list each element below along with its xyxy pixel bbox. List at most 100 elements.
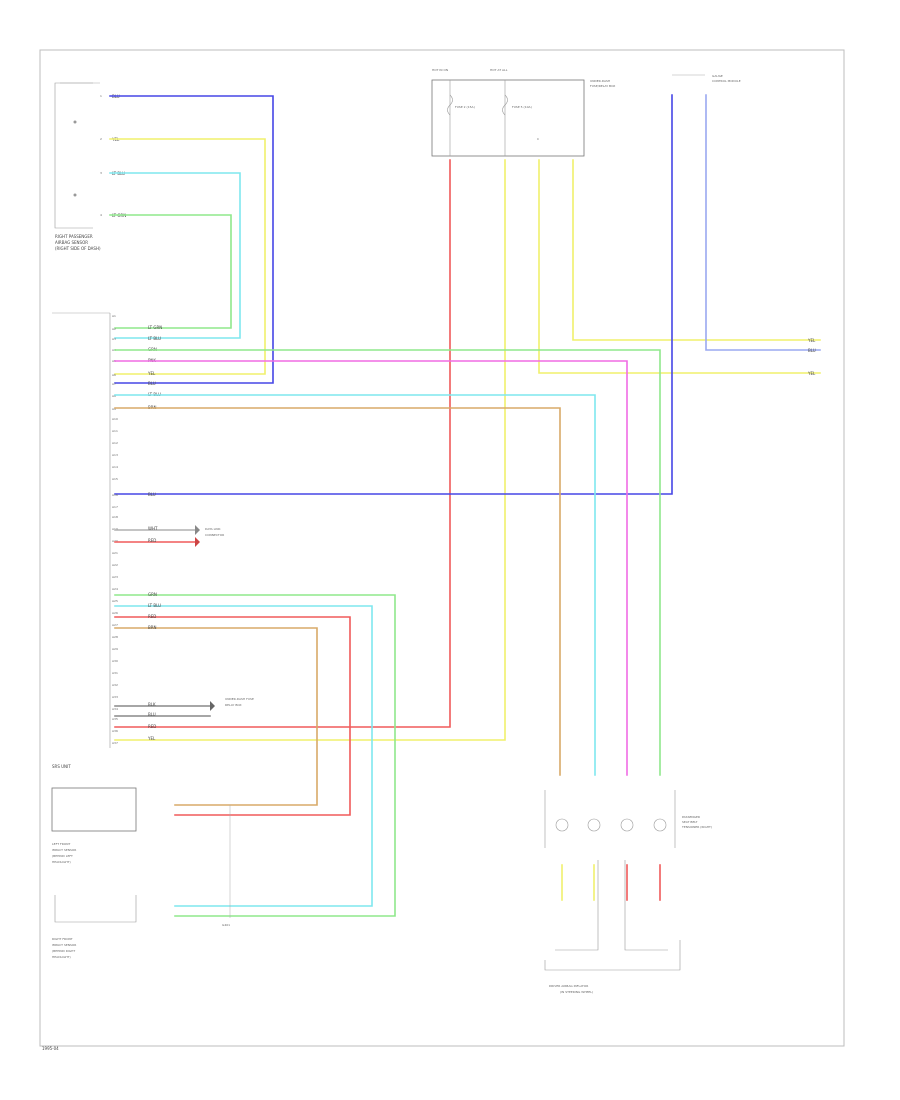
svg-text:A29: A29 [112, 647, 118, 651]
under-dash-connector: BLK BLU RED YEL UNDER-DASH FUSE RELAY BO… [114, 697, 254, 741]
svg-text:A27: A27 [112, 623, 118, 627]
wire-green-airbag [114, 349, 661, 776]
svg-text:A1: A1 [112, 314, 116, 318]
wire-pink-airbag [114, 360, 628, 776]
srs-unit-connector: A1 A2 A3 A4 A5 A6 A7 A8 A9 A10 A11 A12 A… [52, 312, 118, 769]
wire-orange-impact [114, 627, 318, 806]
svg-text:A20: A20 [112, 539, 118, 543]
impact-label-brn: BRN [148, 625, 157, 630]
right-impact-label-4: HEADLIGHT) [52, 955, 71, 959]
svg-text:A3: A3 [112, 337, 116, 341]
svg-text:1: 1 [100, 94, 102, 98]
passenger-belt-label-3: TENSIONER (RIGHT) [681, 825, 712, 829]
fuse-a-label: FUSE 2 (15A) [455, 105, 475, 109]
wire-red-impact [114, 616, 351, 816]
right-impact-label-2: IMPACT SENSOR [52, 943, 76, 947]
left-impact-label-1: LEFT FRONT [52, 842, 70, 846]
svg-text:C: C [537, 137, 539, 141]
page-code: 1995-04 [42, 1046, 59, 1051]
passenger-belt-label-2: SEAT BELT [682, 820, 698, 824]
airbag-label-1: DRIVER AIRBAG INFLATOR [549, 984, 588, 988]
svg-text:A11: A11 [112, 429, 118, 433]
left-impact-label-3: (BEHIND LEFT [52, 854, 73, 858]
srs-label-blu: BLU [148, 381, 156, 386]
svg-text:A19: A19 [112, 527, 118, 531]
gauge-label-1: GAUGE [712, 74, 723, 78]
wire-cyan-impact [114, 605, 373, 907]
right-impact-sensor: RIGHT FRONT IMPACT SENSOR (BEHIND RIGHT … [52, 895, 137, 959]
svg-text:A32: A32 [112, 683, 118, 687]
dlc-label-red: RED [148, 538, 156, 543]
svg-text:A31: A31 [112, 671, 118, 675]
driver-airbag-inflator: DRIVER AIRBAG INFLATOR (IN STEERING WHEE… [544, 790, 712, 994]
svg-text:A14: A14 [112, 465, 118, 469]
airbag-label-2: (IN STEERING WHEEL) [560, 990, 593, 994]
svg-text:A12: A12 [112, 441, 118, 445]
wire-red-fuse [114, 159, 451, 728]
svg-text:A15: A15 [112, 477, 118, 481]
svg-text:A9: A9 [112, 407, 116, 411]
svg-text:A25: A25 [112, 599, 118, 603]
data-link-connector: WHT RED DATA LINK CONNECTOR [114, 525, 224, 547]
impact-label-ltblu: LT BLU [148, 603, 161, 608]
srs-label-yel: YEL [147, 371, 156, 376]
wire-yellow-mid [538, 159, 821, 374]
svg-text:A24: A24 [112, 587, 118, 591]
ud-label-blu: BLU [148, 712, 156, 717]
conn-label-yel-r: YEL [807, 338, 816, 343]
srs-label-ltgrn: LT GRN [148, 325, 162, 330]
srs-label-ltblu: LT BLU [148, 336, 161, 341]
impact-label-grn: GRN [148, 592, 157, 597]
data-link-label-2: CONNECTOR [205, 533, 224, 537]
fuse-b-label: FUSE 5 (10A) [512, 105, 532, 109]
diagram-frame [39, 49, 845, 1047]
fuse-box-label-1: UNDER-DASH [590, 79, 610, 83]
svg-text:A33: A33 [112, 695, 118, 699]
svg-text:A22: A22 [112, 563, 118, 567]
ud-label-blk: BLK [148, 702, 156, 707]
right-impact-label-1: RIGHT FRONT [52, 937, 73, 941]
dlc-label-wht: WHT [148, 526, 158, 531]
wire-lblue-gauge [705, 94, 821, 351]
under-dash-label-1: UNDER-DASH FUSE [225, 697, 254, 701]
passenger-sensor-label-1: RIGHT PASSENGER [55, 234, 93, 239]
svg-text:A4: A4 [112, 348, 116, 352]
wire-yellow-sensor [109, 138, 266, 375]
svg-text:A7: A7 [112, 382, 116, 386]
ground-label: G401 [222, 923, 230, 927]
gauge-module-connector: GAUGE CONTROL MODULE [672, 74, 741, 83]
conn-label-blu-r: BLU [808, 348, 816, 353]
svg-text:2: 2 [100, 137, 102, 141]
wire-yellow-right [572, 159, 821, 341]
passenger-sensor-label-3: (RIGHT SIDE OF DASH) [55, 246, 101, 251]
svg-text:A21: A21 [112, 551, 118, 555]
wire-orange-airbag [114, 407, 561, 776]
svg-text:4: 4 [100, 213, 102, 217]
svg-text:A5: A5 [112, 359, 116, 363]
svg-text:A37: A37 [112, 741, 118, 745]
svg-text:A28: A28 [112, 635, 118, 639]
svg-text:A18: A18 [112, 515, 118, 519]
passenger-sensor-connector: 1 2 3 4 BLU YEL LT BLU LT GRN RIGHT PASS… [54, 82, 126, 251]
svg-text:A6: A6 [112, 373, 116, 377]
svg-text:A36: A36 [112, 729, 118, 733]
left-impact-label-4: HEADLIGHT) [52, 860, 71, 864]
svg-text:A8: A8 [112, 394, 116, 398]
conn-label-yel-r2: YEL [807, 371, 816, 376]
wire-green-impact [114, 594, 396, 917]
gauge-label-2: CONTROL MODULE [712, 79, 741, 83]
wire-blue-gauge [114, 94, 673, 495]
passenger-sensor-label-2: AIRBAG SENSOR [55, 240, 88, 245]
srs-unit-label: SRS UNIT [52, 764, 71, 769]
wire-green-sensor [109, 214, 232, 329]
srs-label-blu2: BLU [148, 492, 156, 497]
svg-text:A10: A10 [112, 417, 118, 421]
impact-label-red: RED [148, 614, 156, 619]
fuse-relay-box: HOT IN ON HOT AT ALL FUSE 2 (15A) FUSE 5… [431, 68, 615, 157]
right-impact-label-3: (BEHIND RIGHT [52, 949, 75, 953]
svg-text:A35: A35 [112, 717, 118, 721]
svg-text:A13: A13 [112, 453, 118, 457]
svg-text:A30: A30 [112, 659, 118, 663]
wire-cyan-sensor [109, 172, 241, 339]
